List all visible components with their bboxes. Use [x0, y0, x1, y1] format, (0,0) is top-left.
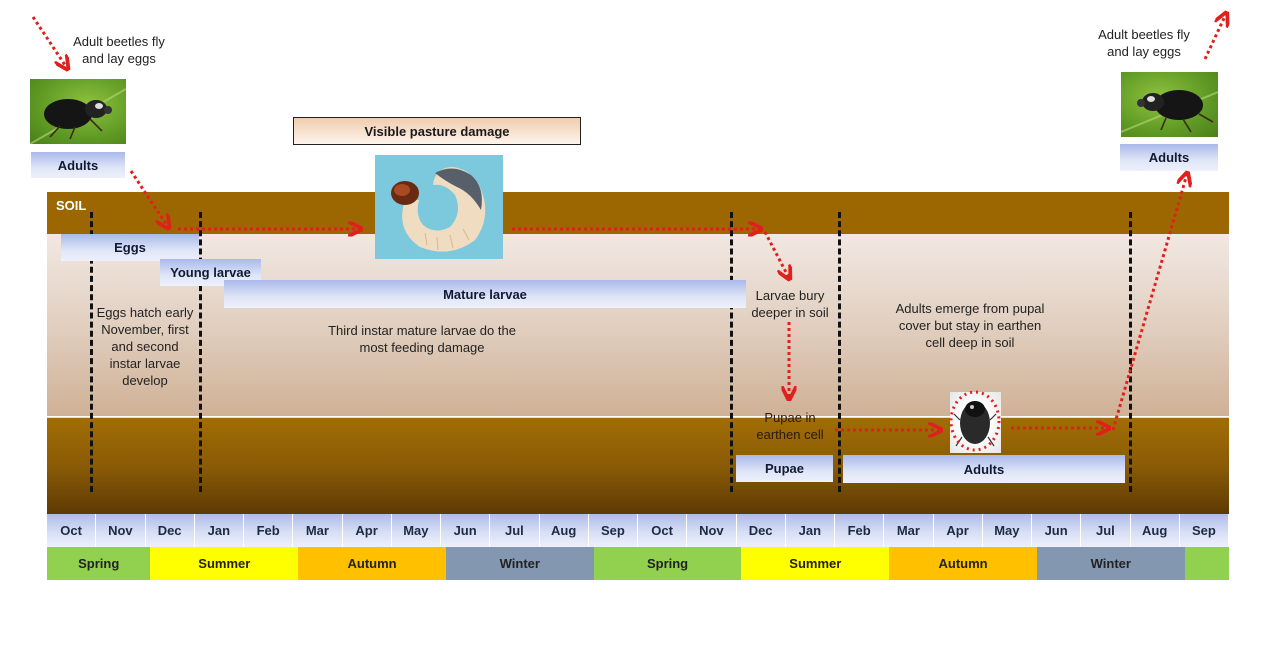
stage-label: Mature larvae	[443, 286, 527, 302]
stage-bar-adults-soil: Adults	[843, 455, 1125, 483]
month-cell: Dec	[145, 514, 195, 547]
month-cell: May	[391, 514, 441, 547]
note-line: Adult beetles fly	[73, 34, 165, 49]
note-pupae-cell: Pupae in earthen cell	[740, 409, 840, 443]
note-line: and lay eggs	[82, 51, 156, 66]
stage-bar-mature-larvae: Mature larvae	[224, 280, 746, 308]
beetle-icon	[30, 88, 126, 144]
adult-beetle-photo-right	[1121, 72, 1218, 137]
arrow-fly-in	[31, 16, 67, 68]
visible-pasture-damage-label: Visible pasture damage	[293, 117, 581, 145]
note-line: cover but stay in earthen	[898, 318, 1042, 333]
note-line: earthen cell	[756, 427, 824, 442]
stage-label: Eggs	[114, 240, 146, 255]
month-cell: Jan	[785, 514, 835, 547]
note-line: November, first	[101, 322, 189, 337]
note-line: deeper in soil	[751, 305, 829, 320]
note-line: cell deep in soil	[925, 335, 1015, 350]
month-cell: Jul	[490, 514, 540, 547]
note-line: instar larvae	[109, 356, 181, 371]
note-line: Third instar mature larvae do the	[328, 323, 516, 338]
beetle-icon	[953, 401, 997, 447]
note-third-instar: Third instar mature larvae do the most f…	[310, 322, 534, 356]
beetle-icon	[1121, 90, 1218, 133]
stage-label: Adults	[57, 157, 99, 173]
month-cell: Mar	[293, 514, 343, 547]
divider-line	[90, 212, 93, 492]
month-cell: Apr	[933, 514, 983, 547]
soil-label: SOIL	[56, 198, 87, 213]
note-larvae-bury: Larvae bury deeper in soil	[740, 287, 840, 321]
note-line: Larvae bury	[755, 288, 825, 303]
month-cell: Feb	[835, 514, 885, 547]
season-cell	[1184, 547, 1229, 580]
month-cell: Jun	[1032, 514, 1082, 547]
month-cell: May	[982, 514, 1032, 547]
arrow-bury	[763, 231, 789, 278]
month-cell: Nov	[687, 514, 737, 547]
note-line: Eggs hatch early	[96, 305, 194, 320]
top-left-note: Adult beetles fly and lay eggs	[60, 33, 178, 67]
season-cell: Spring	[593, 547, 742, 580]
arrow-fly-out	[1203, 14, 1226, 60]
divider-line	[1129, 212, 1132, 492]
month-cell: Aug	[539, 514, 589, 547]
stage-label: Adults	[963, 461, 1005, 477]
divider-line	[199, 212, 202, 492]
stage-label: Young larvae	[170, 265, 251, 280]
stage-label: Pupae	[764, 461, 804, 476]
stage-bar-pupae: Pupae	[736, 455, 833, 482]
pasture-damage-text: Visible pasture damage	[364, 123, 510, 139]
top-right-note: Adult beetles fly and lay eggs	[1085, 26, 1203, 60]
month-cell: Oct	[47, 514, 97, 547]
cell-highlight-circle	[949, 390, 1001, 452]
larva-icon	[391, 167, 486, 252]
season-cell: Spring	[47, 547, 151, 580]
month-cell: Jun	[441, 514, 491, 547]
arrow-adults-to-eggs	[129, 170, 168, 227]
note-line: most feeding damage	[359, 340, 485, 355]
month-cell: Feb	[244, 514, 294, 547]
divider-line	[838, 212, 841, 492]
month-cell: Apr	[342, 514, 392, 547]
month-cell: Mar	[884, 514, 934, 547]
divider-line	[730, 212, 733, 492]
month-cell: Jul	[1081, 514, 1131, 547]
month-cell: Nov	[96, 514, 146, 547]
stage-label: Adults	[1148, 150, 1190, 165]
season-cell: Winter	[1036, 547, 1185, 580]
stage-bar-adults-top-right: Adults	[1120, 144, 1218, 171]
soil-surface-layer	[47, 192, 1229, 234]
note-line: develop	[122, 373, 168, 388]
note-adults-emerge: Adults emerge from pupal cover but stay …	[880, 300, 1060, 351]
month-cell: Jan	[194, 514, 244, 547]
season-cell: Autumn	[889, 547, 1037, 580]
month-cell: Sep	[1179, 514, 1229, 547]
season-cell: Winter	[445, 547, 594, 580]
arrow-emerge-up	[1111, 174, 1187, 431]
stage-bar-eggs: Eggs	[61, 234, 199, 261]
larva-grub-photo	[375, 155, 503, 259]
note-eggs-hatch: Eggs hatch early November, first and sec…	[92, 304, 198, 389]
month-cell: Oct	[638, 514, 688, 547]
note-line: Pupae in	[764, 410, 816, 425]
note-line: and lay eggs	[1107, 44, 1181, 59]
stage-bar-young-larvae: Young larvae	[160, 259, 261, 286]
stage-bar-adults-top-left: Adults	[31, 152, 125, 178]
month-cell: Aug	[1130, 514, 1180, 547]
season-cell: Summer	[741, 547, 890, 580]
season-cell: Summer	[150, 547, 299, 580]
month-cell: Sep	[588, 514, 638, 547]
note-line: Adult beetles fly	[1098, 27, 1190, 42]
note-line: and second	[111, 339, 179, 354]
season-cell: Autumn	[298, 547, 446, 580]
note-line: Adults emerge from pupal	[895, 301, 1045, 316]
month-cell: Dec	[736, 514, 786, 547]
adult-beetle-photo-left	[30, 79, 126, 144]
